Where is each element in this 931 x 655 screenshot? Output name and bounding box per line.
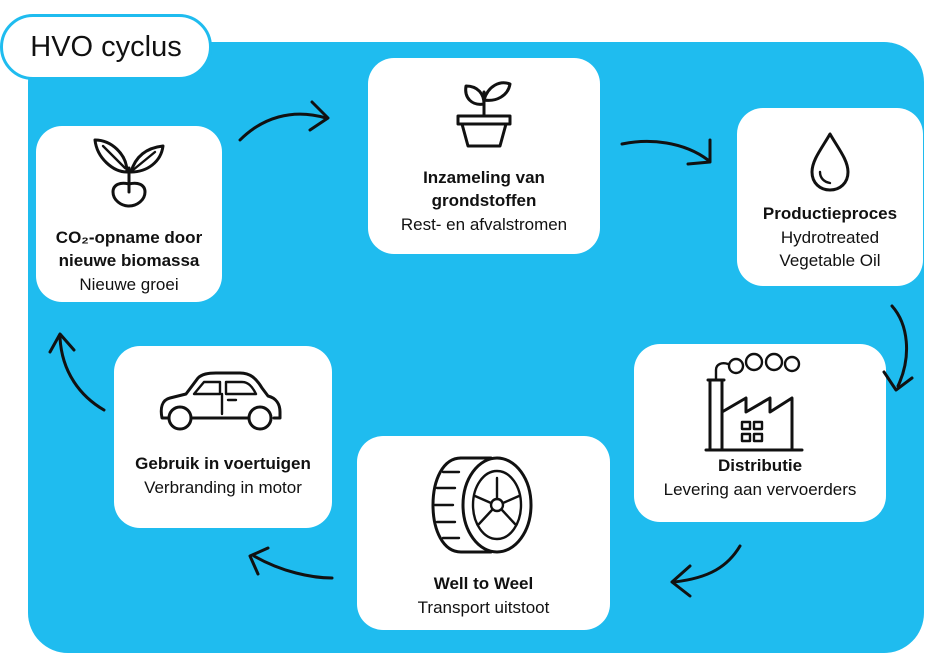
arrow-3	[882, 304, 914, 392]
step-label: Distributie	[717, 456, 803, 475]
step-sublabel-line1: Hydrotreated	[780, 228, 880, 247]
factory-icon	[704, 352, 804, 452]
tire-icon	[431, 456, 533, 554]
step-label: Well to Weel	[433, 574, 534, 593]
arrow-4	[670, 544, 742, 598]
step-sublabel: Nieuwe groei	[79, 275, 179, 294]
step-label-line2: nieuwe biomassa	[58, 251, 200, 270]
plant-pot-icon	[456, 81, 512, 148]
car-icon	[159, 371, 282, 431]
step-label-line1: CO₂-opname door	[55, 228, 203, 247]
step-card-distributie: Distributie Levering aan vervoerders	[634, 344, 886, 522]
droplet-icon	[810, 132, 850, 192]
step-card-well-to-weel: Well to Weel Transport uitstoot	[357, 436, 610, 630]
step-card-inzameling: Inzameling van grondstoffen Rest- en afv…	[368, 58, 600, 254]
arrow-1	[238, 100, 330, 142]
arrow-6	[48, 332, 106, 412]
step-sublabel: Levering aan vervoerders	[663, 480, 857, 499]
step-card-co2-opname: CO₂-opname door nieuwe biomassa Nieuwe g…	[36, 126, 222, 302]
step-sublabel-line2: Vegetable Oil	[779, 251, 881, 270]
step-label-line1: Inzameling van	[423, 168, 545, 187]
step-card-gebruik: Gebruik in voertuigen Verbranding in mot…	[114, 346, 332, 528]
step-sublabel: Rest- en afvalstromen	[400, 215, 568, 234]
arrow-5	[248, 546, 334, 580]
diagram-title: HVO cyclus	[0, 14, 212, 80]
arrow-2	[620, 138, 712, 166]
step-label-line2: grondstoffen	[431, 191, 537, 210]
step-label: Productieproces	[762, 204, 898, 223]
step-card-productieproces: Productieproces Hydrotreated Vegetable O…	[737, 108, 923, 286]
step-label: Gebruik in voertuigen	[135, 454, 311, 473]
step-sublabel: Transport uitstoot	[417, 598, 550, 617]
sprout-icon	[93, 138, 165, 208]
step-sublabel: Verbranding in motor	[144, 478, 302, 497]
